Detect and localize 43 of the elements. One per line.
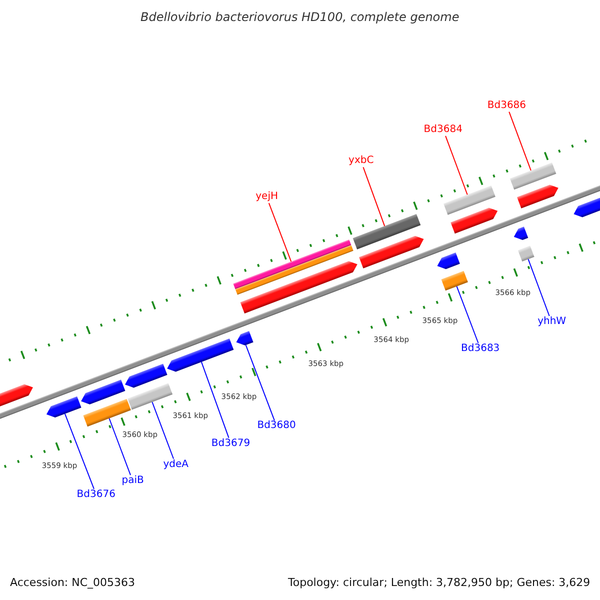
gene-label: Bd3684: [424, 124, 462, 136]
gene-label: paiB: [122, 475, 144, 488]
feature-bar: [233, 240, 354, 295]
gene-label: yejH: [256, 191, 278, 204]
leader-line: [64, 413, 94, 490]
gene-block: [0, 384, 33, 406]
leader-line: [200, 361, 230, 438]
leader-line: [108, 418, 132, 476]
gene-block: [450, 208, 498, 234]
diagram-title: Bdellovibrio bacteriovorus HD100, complete genome: [140, 10, 460, 24]
gene-label: yhhW: [538, 316, 566, 328]
gene-block: [514, 226, 528, 240]
feature-bar: [510, 162, 556, 190]
feature-bar: [444, 186, 496, 215]
gene-label: Bd3683: [461, 342, 500, 355]
gene-block: [359, 236, 424, 268]
gene-block: [124, 364, 168, 388]
feature-bar: [518, 246, 534, 262]
leader-line: [152, 402, 174, 460]
gene-block: [167, 338, 234, 372]
gene-label: Bd3676: [76, 488, 116, 501]
gene-block: [574, 198, 600, 218]
feature-bar: [128, 383, 173, 410]
gene-block: [516, 184, 558, 208]
leader-line: [245, 344, 275, 421]
leader-line: [456, 286, 479, 344]
feature-bar: [352, 214, 421, 250]
gene-label: yxbC: [348, 155, 374, 168]
gene-label: Bd3679: [211, 438, 250, 450]
gene-label: ydeA: [163, 458, 189, 471]
feature-bar: [441, 270, 468, 291]
gene-block: [437, 252, 460, 270]
gene-block: [240, 261, 358, 314]
gene-block: [236, 331, 254, 346]
gene-label: Bd3686: [487, 100, 526, 112]
feature-bar: [83, 398, 131, 427]
gene-block: [81, 380, 126, 404]
leader-line: [268, 202, 292, 262]
footer-text: Topology: circular; Length: 3,782,950 bp; Genes: 3,629: [288, 576, 590, 589]
gene-label: Bd3680: [257, 420, 296, 432]
leader-line: [362, 166, 386, 227]
gene-block: [46, 396, 82, 418]
footer-text: Accession: NC_005363: [10, 576, 136, 589]
